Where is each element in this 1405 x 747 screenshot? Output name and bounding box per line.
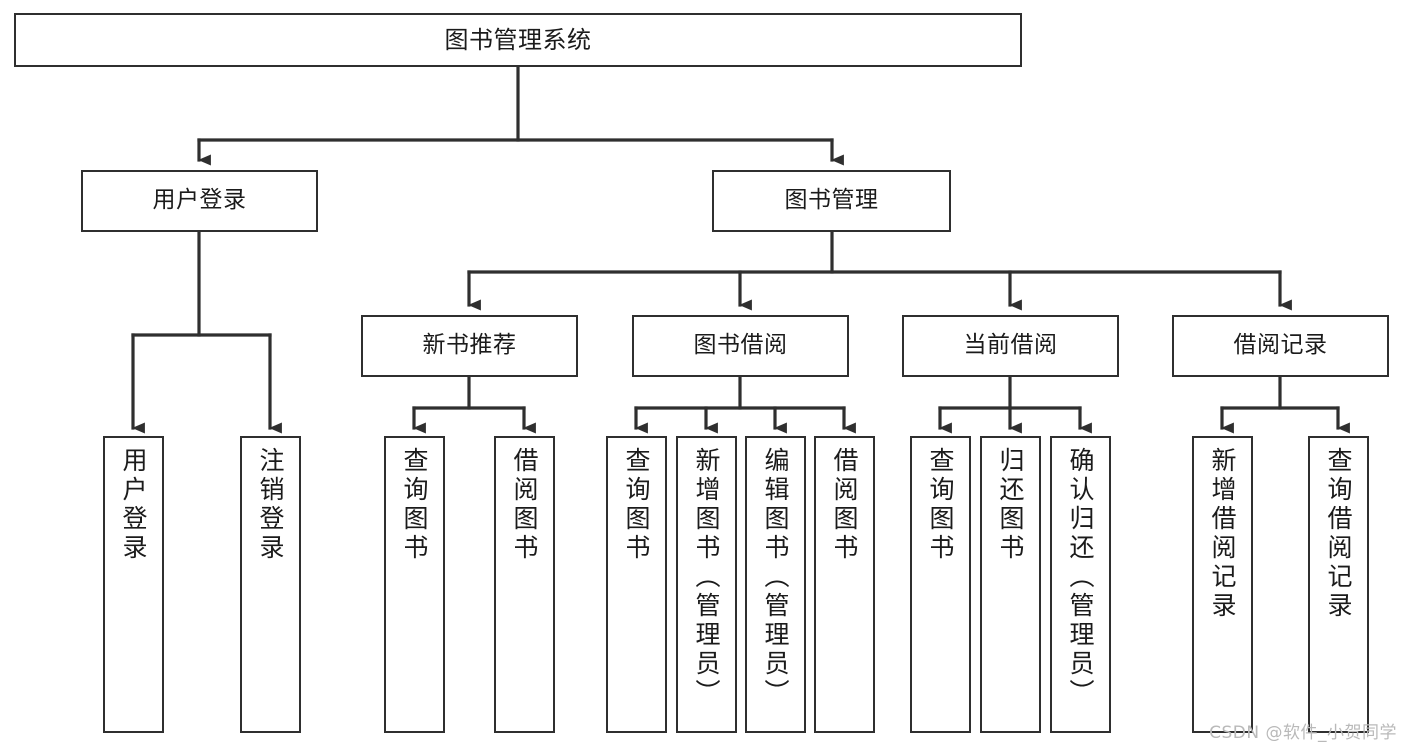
node-label: 查询图书: [926, 447, 955, 563]
node-label: 借阅图书: [510, 447, 539, 563]
node-label: 当前借阅: [963, 332, 1058, 359]
leaf-current-borrow-confirm-return-admin[interactable]: 确认归还（管理员）: [1050, 436, 1111, 733]
node-book-management[interactable]: 图书管理: [712, 170, 951, 232]
node-label: 借阅记录: [1233, 332, 1328, 359]
leaf-book-borrow-borrow-book[interactable]: 借阅图书: [814, 436, 875, 733]
leaf-new-book-query-book[interactable]: 查询图书: [384, 436, 445, 733]
node-new-book-recommend[interactable]: 新书推荐: [361, 315, 578, 377]
node-label: 新增图书（管理员）: [692, 447, 721, 708]
node-label: 借阅图书: [830, 447, 859, 563]
leaf-user-login-login[interactable]: 用户登录: [103, 436, 164, 733]
node-label: 新书推荐: [422, 332, 517, 359]
node-label: 图书管理系统: [444, 25, 592, 54]
leaf-book-borrow-query-book[interactable]: 查询图书: [606, 436, 667, 733]
leaf-borrow-record-add-record[interactable]: 新增借阅记录: [1192, 436, 1253, 733]
node-label: 确认归还（管理员）: [1066, 447, 1095, 708]
node-label: 编辑图书（管理员）: [761, 447, 790, 708]
leaf-borrow-record-query-record[interactable]: 查询借阅记录: [1308, 436, 1369, 733]
node-root-book-management-system[interactable]: 图书管理系统: [14, 13, 1022, 67]
node-label: 用户登录: [152, 187, 247, 214]
node-current-borrow[interactable]: 当前借阅: [902, 315, 1119, 377]
node-user-login[interactable]: 用户登录: [81, 170, 318, 232]
leaf-current-borrow-query-book[interactable]: 查询图书: [910, 436, 971, 733]
leaf-book-borrow-edit-book-admin[interactable]: 编辑图书（管理员）: [745, 436, 806, 733]
node-label: 注销登录: [256, 447, 285, 563]
csdn-watermark: CSDN @软件_小贺同学: [1209, 723, 1397, 743]
node-label: 查询图书: [400, 447, 429, 563]
node-label: 图书借阅: [693, 332, 788, 359]
node-label: 查询图书: [622, 447, 651, 563]
node-book-borrow[interactable]: 图书借阅: [632, 315, 849, 377]
node-label: 归还图书: [996, 447, 1025, 563]
node-label: 用户登录: [119, 447, 148, 563]
node-label: 查询借阅记录: [1324, 447, 1353, 621]
node-borrow-record[interactable]: 借阅记录: [1172, 315, 1389, 377]
leaf-new-book-borrow-book[interactable]: 借阅图书: [494, 436, 555, 733]
leaf-book-borrow-add-book-admin[interactable]: 新增图书（管理员）: [676, 436, 737, 733]
node-label: 新增借阅记录: [1208, 447, 1237, 621]
leaf-user-login-logout[interactable]: 注销登录: [240, 436, 301, 733]
leaf-current-borrow-return-book[interactable]: 归还图书: [980, 436, 1041, 733]
node-label: 图书管理: [784, 187, 879, 214]
